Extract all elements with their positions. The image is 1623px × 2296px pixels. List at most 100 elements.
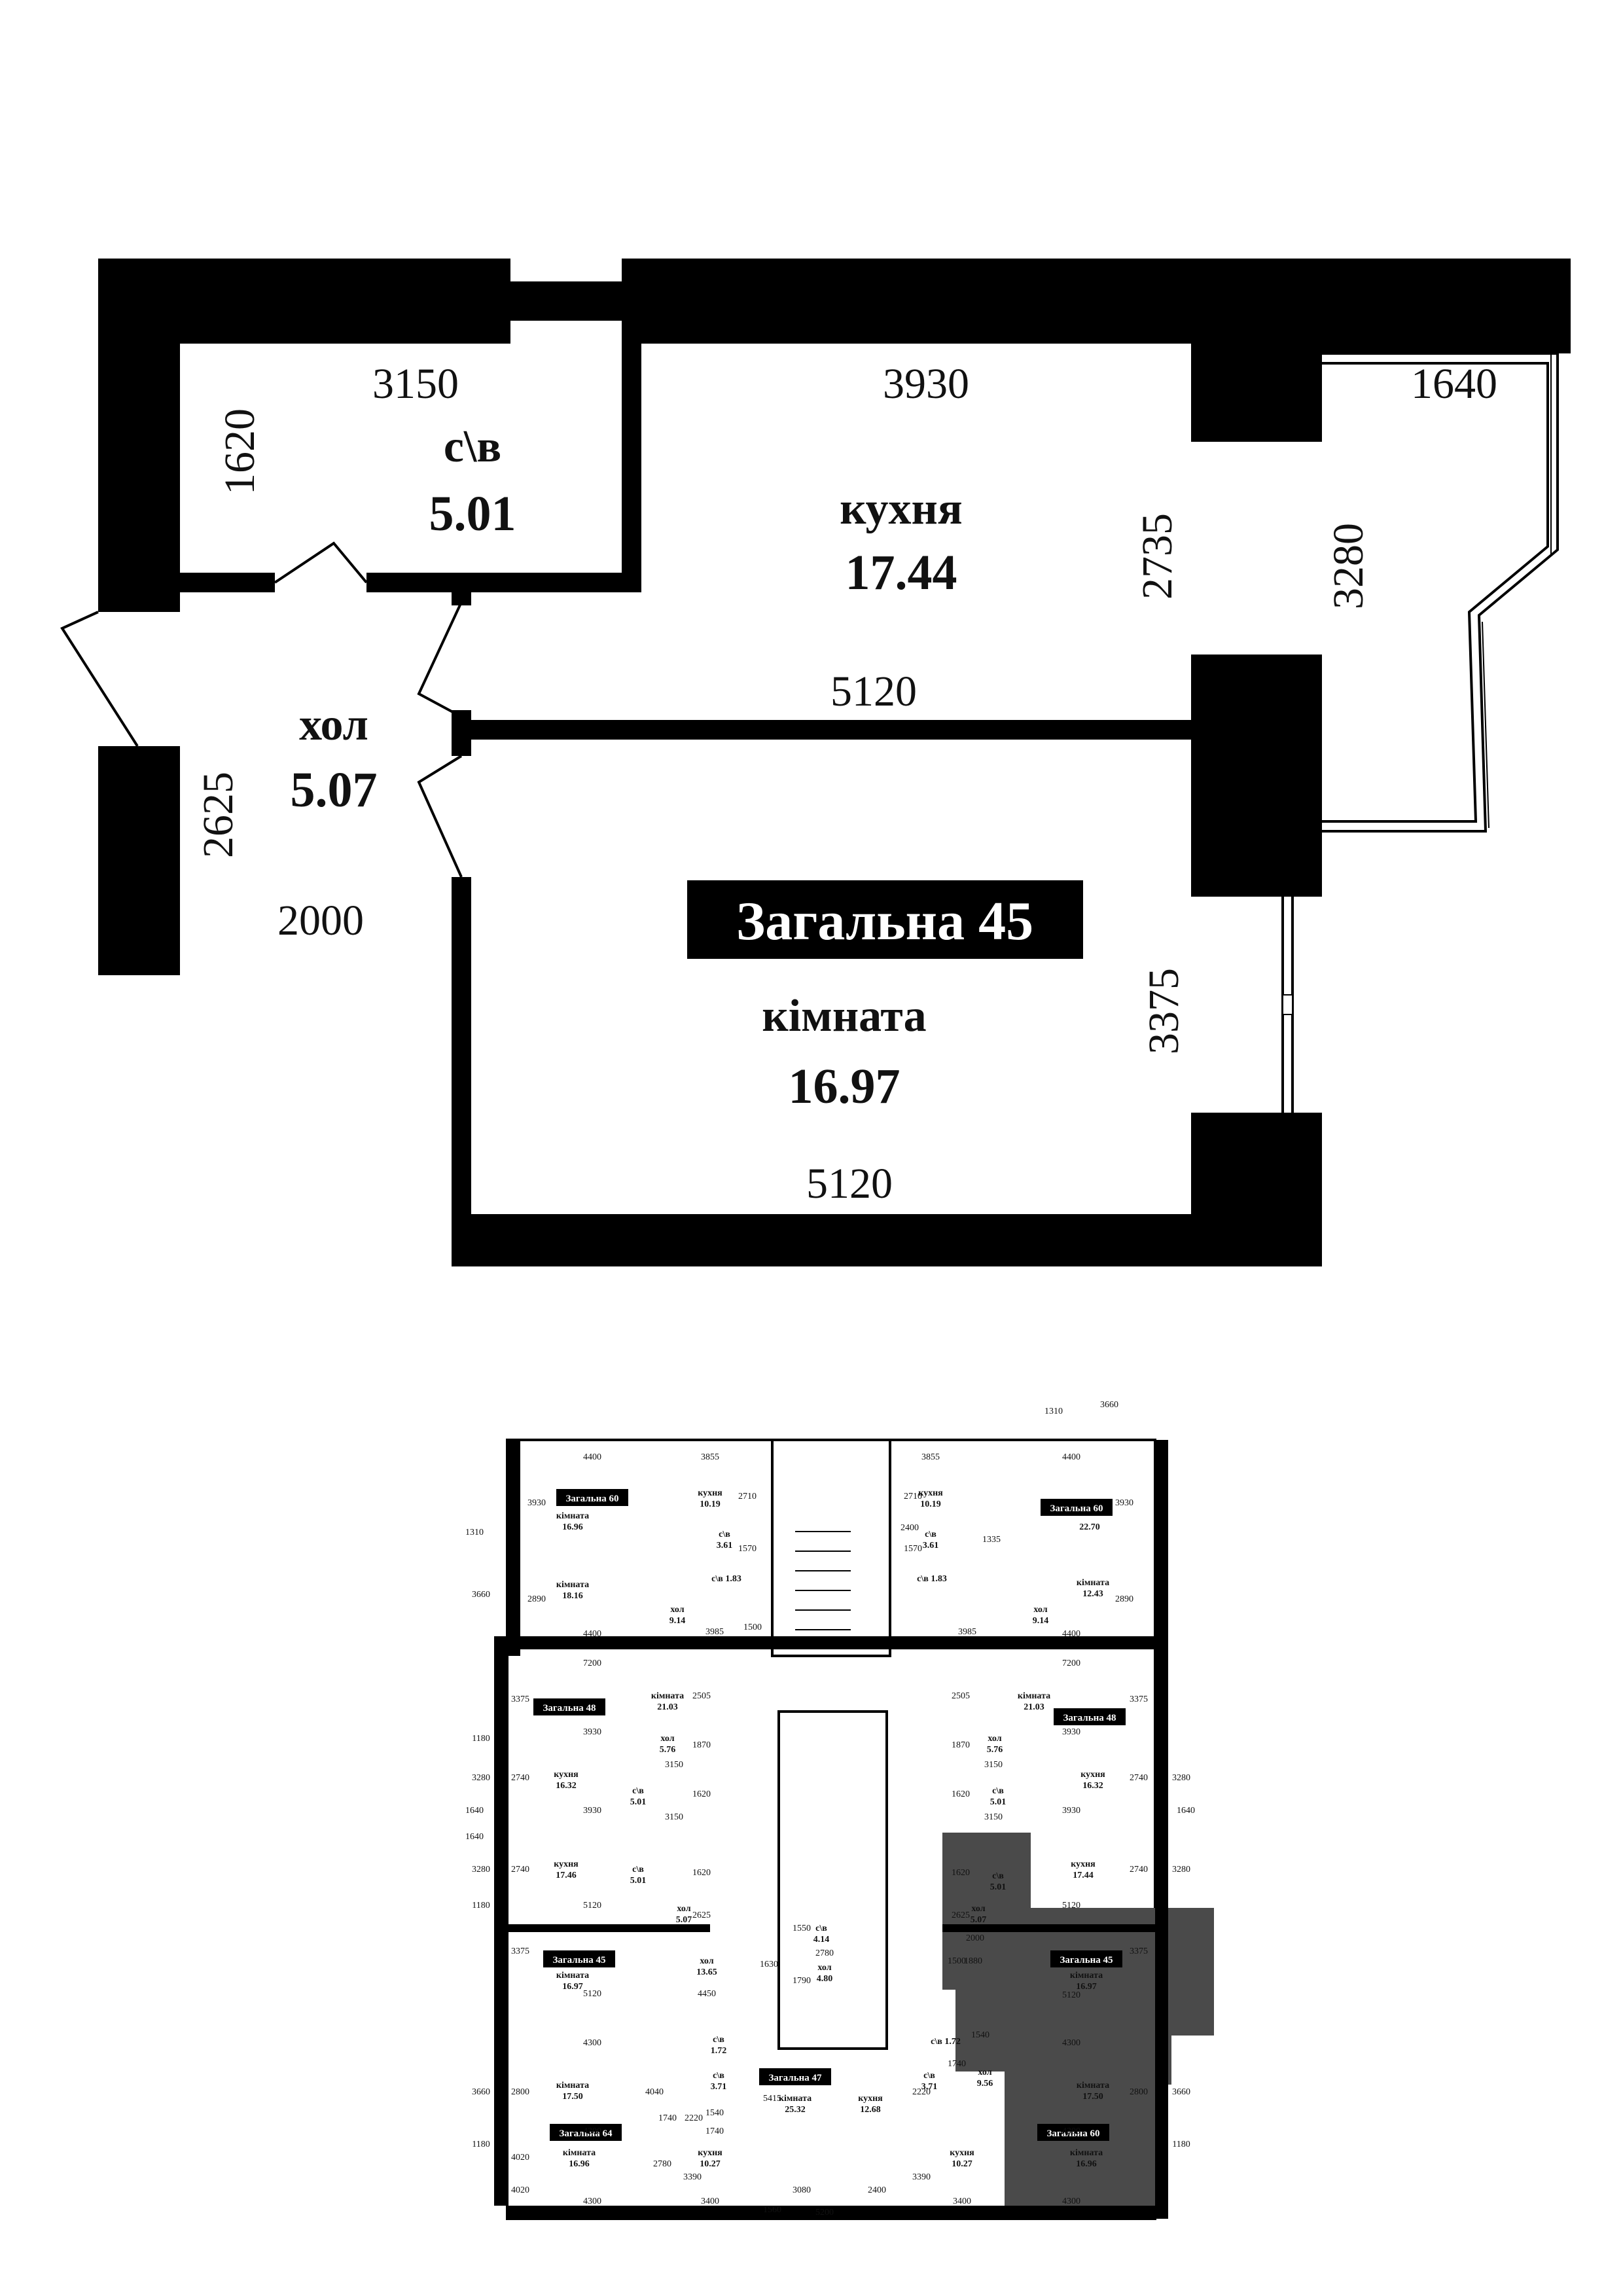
key-dim: 3400 (953, 2197, 971, 2206)
badge-64: Загальна 64 (559, 2128, 613, 2139)
key-label: 9.56 (977, 2079, 993, 2089)
key-dim: 3930 (1115, 1498, 1133, 1508)
key-label: с\в (992, 1871, 1004, 1881)
main-apartment-plan: 3150 1620 3930 1640 2735 3280 5120 2625 … (60, 259, 1571, 1266)
key-dim: 4400 (1062, 1452, 1080, 1462)
badge-45-b: Загальна 45 (1060, 1955, 1113, 1965)
wall-bottom-edge (1315, 1230, 1319, 1266)
key-dim: 3280 (472, 1773, 490, 1783)
key-dim: 5120 (583, 1989, 601, 1999)
room-name-hall: хол (299, 700, 368, 750)
key-dim: 1640 (1177, 1806, 1195, 1816)
key-dim: 3855 (701, 1452, 719, 1462)
key-label: кімната (556, 1511, 589, 1521)
key-label: кухня (1071, 1859, 1096, 1869)
key-dim: 4450 (698, 1989, 716, 1999)
key-label: 12.68 (860, 2105, 881, 2115)
key-dim: 2890 (1115, 1594, 1133, 1604)
key-label: 16.97 (562, 1982, 583, 1992)
key-dim: 1740 (658, 2113, 677, 2123)
key-dim: 3930 (1062, 1727, 1080, 1737)
wall-top-right (1558, 259, 1571, 353)
key-label: 3.71 (711, 2082, 727, 2092)
room-name-bath: с\в (444, 422, 501, 472)
key-label: хол (670, 1605, 684, 1615)
door-bath (274, 541, 368, 584)
key-label: 3.61 (923, 1541, 939, 1551)
key-dim: 3375 (1130, 1695, 1148, 1704)
door-kitchen (417, 601, 463, 718)
key-wall-6 (494, 1636, 1168, 1649)
key-dim: 5120 (1062, 1990, 1080, 2000)
key-label: 3.71 (921, 2082, 938, 2092)
key-label: кімната (1070, 2148, 1103, 2158)
key-dim: 7200 (583, 1659, 601, 1668)
key-dim: 4400 (583, 1629, 601, 1639)
key-label: с\в (713, 2035, 724, 2045)
key-label: хол (971, 1904, 985, 1914)
key-label: кімната (556, 1971, 589, 1981)
key-label: кімната (556, 2081, 589, 2090)
badge-60-b: Загальна 60 (1050, 1503, 1103, 1514)
key-dim: 3660 (472, 1590, 490, 1600)
wall-post-2 (452, 710, 471, 756)
key-dim: 2740 (511, 1865, 529, 1874)
key-dim: 2710 (738, 1492, 757, 1501)
room-name-kitchen: кухня (840, 484, 963, 534)
key-dim: 1620 (692, 1789, 711, 1799)
dim-balcony-depth: 3280 (1325, 523, 1372, 609)
key-label: кімната (651, 1691, 684, 1701)
key-dim: 4300 (583, 2126, 601, 2136)
key-dim: 1310 (1044, 1407, 1063, 1416)
key-label: 22.70 (1079, 1522, 1100, 1532)
key-label: кухня (698, 2148, 722, 2158)
key-dim: 2890 (527, 1594, 546, 1604)
key-dim: 3930 (583, 1727, 601, 1737)
dim-room-width: 5120 (806, 1160, 893, 1208)
key-dim: 2400 (901, 1523, 919, 1533)
wall-top-balcony (1322, 259, 1571, 353)
stair-steps (795, 1531, 851, 1630)
key-label: 4.14 (813, 1935, 830, 1945)
key-label: хол (978, 2068, 991, 2077)
key-label: 16.96 (562, 1522, 583, 1532)
key-label: кімната (1077, 1578, 1109, 1588)
room-area-room: 16.97 (789, 1059, 901, 1114)
key-label: 9.14 (669, 1616, 686, 1626)
key-dim: 1310 (465, 1528, 484, 1537)
key-dim: 3150 (665, 1760, 683, 1770)
key-badges: Загальна 60 Загальна 60 Загальна 48 Зага… (533, 1489, 1126, 2141)
dim-bath-height: 1620 (216, 408, 264, 495)
key-dim: 3400 (701, 2197, 719, 2206)
door-room (417, 755, 463, 878)
key-label: кухня (554, 1770, 579, 1780)
key-label: с\в (992, 1786, 1004, 1796)
key-label: 5.07 (676, 1915, 692, 1925)
key-dim: 3390 (912, 2172, 931, 2182)
room-area-hall: 5.07 (291, 762, 378, 817)
key-dim: 2625 (952, 1910, 970, 1920)
dim-partition: 5120 (830, 668, 917, 715)
key-dim: 4400 (1062, 1629, 1080, 1639)
key-label: 10.19 (920, 1499, 941, 1509)
wall-pillar-top (1191, 259, 1322, 442)
key-label: кухня (554, 1859, 579, 1869)
key-wall-7 (494, 1924, 710, 1932)
key-dim: 3930 (1062, 1806, 1080, 1816)
key-dim: 1560 (763, 2205, 781, 2215)
key-dim: 3855 (921, 1452, 940, 1462)
key-dim: 3985 (958, 1627, 976, 1637)
room-name-room: кімната (762, 991, 926, 1041)
key-dim: 3280 (1172, 1865, 1190, 1874)
key-dim: 3660 (1100, 1400, 1118, 1410)
key-label: 5.01 (630, 1797, 647, 1807)
key-dim: 1570 (904, 1544, 922, 1554)
key-label: 1.72 (711, 2046, 727, 2056)
key-dim: 3280 (1172, 1773, 1190, 1783)
key-dim: 4040 (645, 2087, 664, 2097)
key-label: 16.32 (1082, 1781, 1103, 1791)
key-dim: 2710 (904, 1492, 922, 1501)
key-dim: 4300 (1062, 2038, 1080, 2048)
key-dim: 3080 (793, 2185, 811, 2195)
